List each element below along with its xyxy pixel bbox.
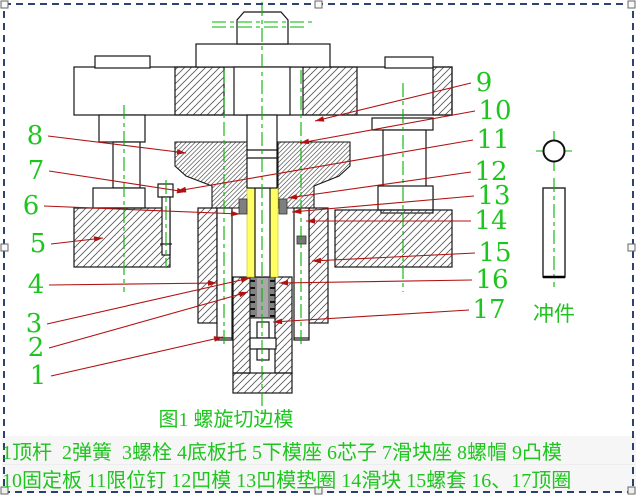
leader-line-11 [176,139,474,192]
marquee-handle-right-middle[interactable] [627,243,636,252]
callout-number-2: 2 [28,333,45,363]
leader-arrow-16 [279,280,289,286]
upper-plate-hatch-right [302,66,358,116]
leader-line-13 [291,195,475,213]
lower-die-shoe-right [334,209,453,268]
leader-line-1 [50,336,224,377]
callout-number-10: 10 [478,96,511,126]
leader-arrow-5 [93,236,103,242]
leader-arrow-1 [213,336,223,342]
punch-label: 冲件 [533,302,575,326]
leader-arrow-3 [240,277,250,283]
leader-line-17 [272,309,470,323]
leader-line-9 [314,82,472,122]
upper-plate-hatch-left [174,66,225,116]
callout-number-8: 8 [27,121,44,151]
left-column [112,141,141,189]
leader-line-8 [47,135,187,154]
leader-line-12 [287,171,472,199]
parts-legend-line2: 10固定板 11限位钉 12凹模 13凹模垫圈 14滑块 15螺套 16、17顶… [2,464,636,493]
leader-line-6 [43,205,241,215]
lower-die-shoe-left [73,207,171,268]
mid-column-right [308,207,329,324]
leader-arrow-8 [176,149,186,155]
left-sub-block [98,114,146,143]
leader-line-7 [48,170,187,193]
marquee-handle-bottom-left[interactable] [0,486,9,495]
marquee-handle-bottom-middle[interactable] [314,486,323,495]
right-step-block [377,185,434,211]
callout-number-4: 4 [28,270,45,300]
callout-number-15: 15 [478,238,511,268]
marquee-handle-top-right[interactable] [627,0,636,9]
right-cap [384,56,434,69]
leader-arrow-9 [315,116,325,122]
callout-number-16: 16 [475,265,508,295]
leader-arrow-17 [273,318,283,325]
callout-number-17: 17 [472,295,505,325]
container-wall-right [274,276,293,374]
callout-number-3: 3 [26,309,43,339]
marquee-handle-top-left[interactable] [0,0,9,9]
leader-arrow-6 [230,210,240,217]
leader-line-10 [299,110,476,144]
callout-number-14: 14 [474,206,507,236]
slide-block-left [238,198,248,215]
callout-number-11: 11 [476,125,509,155]
centerlines [123,2,404,422]
callout-number-7: 7 [28,156,45,186]
figure-caption: 图1 螺旋切边模 [158,409,294,431]
die-highlight-left [246,187,256,278]
leader-arrow-4 [207,280,217,286]
marquee-handle-bottom-right[interactable] [627,486,636,495]
punch-circle [542,139,566,163]
callout-number-5: 5 [30,229,47,259]
callout-number-12: 12 [474,157,507,187]
slide-seat-left [174,141,249,209]
callout-number-6: 6 [23,191,40,221]
leader-line-3 [46,277,251,325]
parts-legend-line1: 1顶杆 2弹簧 3螺栓 4底板托 5下模座 6芯子 7滑块座 8螺帽 9凸模 [2,436,636,465]
leader-line-2 [48,291,249,349]
callout-number-13: 13 [477,181,510,211]
bottom-bolt [249,321,277,361]
top-collar-plate [195,43,331,68]
leader-line-16 [278,279,473,284]
leader-arrow-14 [306,218,315,224]
leader-arrow-12 [288,193,298,200]
marquee-handle-left-middle[interactable] [0,243,9,252]
leader-line-15 [311,252,476,262]
left-cap [94,55,151,69]
leader-arrow-10 [300,138,310,145]
left-foot [92,187,146,209]
callout-number-9: 9 [476,68,493,98]
callout-number-1: 1 [30,361,47,391]
punch-piece: 冲件 [533,131,575,326]
container-wall-left [232,276,251,374]
die-highlight-right [269,187,279,278]
leader-arrow-13 [292,208,302,215]
upper-plate-hatch-end [432,66,453,116]
leader-arrow-2 [238,291,248,298]
leader-arrow-11 [177,186,187,193]
leader-arrow-15 [312,257,322,264]
slide-block-right [278,198,288,215]
marquee-handle-top-middle[interactable] [314,0,323,9]
leader-line-4 [48,282,218,286]
